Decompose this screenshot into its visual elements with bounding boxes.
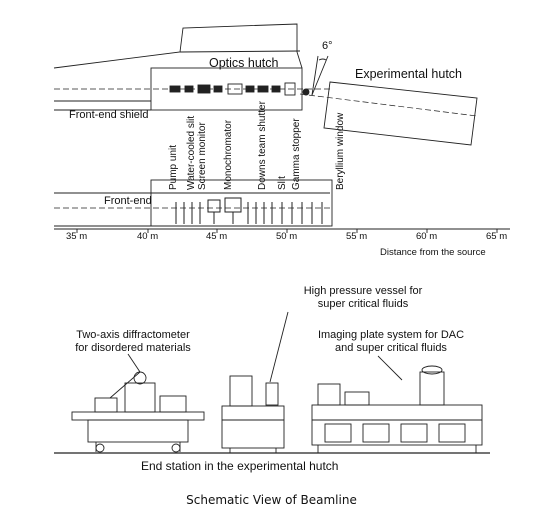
pressure-vessel-line-1: High pressure vessel for [303, 285, 423, 297]
tick-label: 60 m [416, 231, 438, 242]
tick-label: 45 m [206, 231, 228, 242]
optics-hutch-label: Optics hutch [209, 56, 279, 70]
component-label: Gamma stopper [291, 118, 302, 190]
optics-components [169, 82, 310, 96]
diffractometer-line-2: for disordered materials [75, 342, 191, 354]
elevation-view [54, 179, 510, 233]
front-end-shield-label: Front-end shield [69, 109, 149, 121]
plan-view [53, 23, 478, 146]
elevation-components [175, 197, 323, 224]
end-station-label: End station in the experimental hutch [141, 459, 339, 473]
distance-axis-title: Distance from the source [380, 247, 486, 258]
tick-label: 50 m [276, 231, 298, 242]
pressure-vessel-callout: High pressure vessel for super critical … [288, 285, 438, 311]
angle-label: 6° [322, 40, 333, 52]
distance-axis-ticks [76, 229, 498, 233]
component-label: Monochromator [223, 119, 234, 190]
pressure-vessel-line-2: super critical fluids [317, 298, 409, 310]
component-label: Slit [277, 176, 288, 190]
optics-hutch-elevation [150, 179, 333, 227]
component-label: Screen monitor [197, 122, 208, 190]
tick-label: 35 m [66, 231, 88, 242]
exp-beam-axis [299, 93, 478, 117]
leader-diffractometer [127, 353, 141, 373]
diffractometer-drawing [71, 371, 205, 453]
component-label: Water-cooled slit [186, 115, 197, 190]
tick-label: 55 m [346, 231, 368, 242]
angle-arc [318, 58, 327, 61]
optics-hutch-top-right [296, 51, 303, 69]
pressure-vessel-drawing [221, 375, 285, 453]
figure-caption: Schematic View of Beamline [186, 493, 357, 507]
leader-pressure [269, 311, 289, 383]
tick-label: 65 m [486, 231, 508, 242]
optics-hutch-upper-wall [53, 23, 298, 69]
optics-hutch-upper-wall-inner [179, 50, 301, 53]
imaging-plate-drawing [311, 365, 483, 453]
tick-label: 40 m [137, 231, 159, 242]
component-label: Pump unit [168, 144, 179, 190]
experimental-hutch-box [323, 81, 478, 146]
diffractometer-line-1: Two-axis diffractometer [76, 329, 190, 341]
end-station-equipment [54, 311, 490, 454]
imaging-plate-line-2: and super critical fluids [335, 342, 447, 354]
experimental-hutch-label: Experimental hutch [355, 67, 463, 81]
angle-line-a [311, 55, 329, 96]
leader-imaging [377, 355, 403, 381]
component-label: Downs team shutter [257, 101, 268, 190]
front-end-label: Front-end [104, 195, 152, 207]
angle-line-b [311, 55, 319, 96]
imaging-plate-line-1: Imaging plate system for DAC [317, 329, 465, 341]
imaging-plate-callout: Imaging plate system for DAC and super c… [300, 329, 482, 355]
diffractometer-callout: Two-axis diffractometer for disordered m… [52, 329, 214, 355]
component-label: Beryllium window [335, 112, 346, 190]
